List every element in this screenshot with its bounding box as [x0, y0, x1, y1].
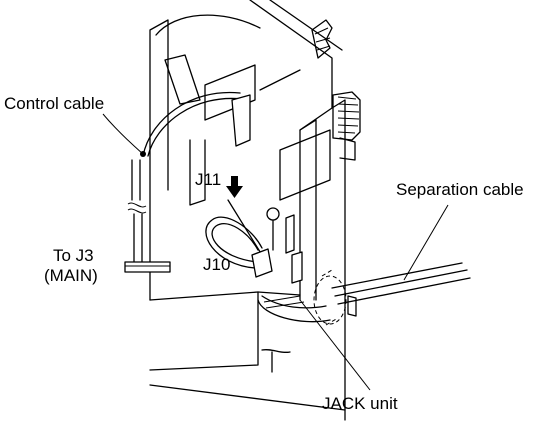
j10-label: J10	[203, 255, 231, 274]
chassis-plate-left	[149, 14, 261, 301]
jack-pins	[266, 207, 303, 284]
to-j3-label: To J3	[53, 246, 94, 265]
j10-cable-loop	[205, 199, 273, 278]
separation-cable	[331, 262, 471, 317]
leader-lines	[102, 113, 449, 391]
j3-connector	[124, 261, 171, 273]
knurled-knob-top	[311, 19, 333, 59]
knurled-knob-bottom	[332, 91, 361, 161]
control-cable	[127, 91, 243, 263]
j11-connector	[231, 94, 251, 147]
separation-cable-label: Separation cable	[396, 180, 524, 199]
main-label: (MAIN)	[44, 266, 98, 285]
jack-unit-label: JACK unit	[322, 394, 398, 413]
main-bracket	[204, 0, 346, 421]
base-plate	[149, 291, 346, 411]
j11-label: J11	[195, 170, 222, 189]
j11-arrow-icon	[226, 176, 243, 198]
jack-unit-body	[257, 269, 347, 326]
control-cable-label: Control cable	[4, 94, 105, 113]
